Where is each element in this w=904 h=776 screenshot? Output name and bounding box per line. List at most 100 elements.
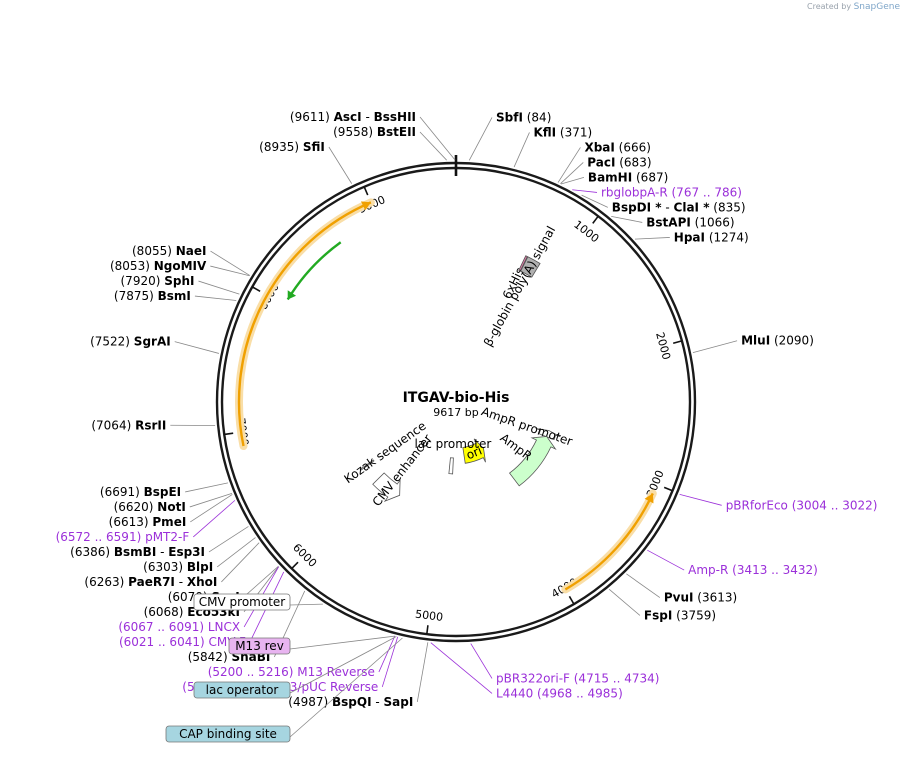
site-l4440: L4440 (4968 .. 4985) — [496, 686, 623, 700]
leader-paci — [560, 162, 584, 184]
feature-ampr — [509, 436, 557, 487]
box-label-m13-rev: M13 rev — [235, 639, 284, 653]
site-naei: (8055) NaeI — [132, 244, 206, 258]
snapgene-credit: Created by SnapGene — [807, 2, 900, 12]
site-bsmi: (7875) BsmI — [114, 289, 191, 303]
feature-6xhis — [518, 255, 528, 272]
site-text: - — [175, 575, 187, 589]
site-text: BlpI — [187, 560, 213, 574]
site-text: (6068) — [144, 605, 188, 619]
leader-sphi — [198, 280, 240, 295]
tick-8000 — [251, 286, 261, 293]
site-text: (3004 .. 3022) — [788, 498, 878, 512]
site-xbai: XbaI (666) — [584, 140, 651, 154]
site-text: - — [362, 110, 374, 124]
leader-bsmi — [194, 295, 237, 301]
site-text: (6067 .. 6091) — [118, 620, 208, 634]
box-label-cmv-promoter: CMV promoter — [199, 595, 286, 609]
leader-sfii — [328, 146, 353, 184]
orf-glow-1 — [561, 489, 657, 594]
site-text: (4968 .. 4985) — [533, 686, 623, 700]
site-sbfi: SbfI (84) — [496, 110, 551, 124]
site-text: pMT2-F — [145, 530, 189, 544]
site-pvui: PvuI (3613) — [664, 591, 737, 605]
orf-arc-1 — [564, 492, 654, 591]
site-text: BssHII — [374, 110, 416, 124]
site-text: (5200 .. 5216) — [208, 665, 298, 679]
site-pbr322ori-f: pBR322ori-F (4715 .. 4734) — [496, 671, 659, 685]
site-text: AscI — [334, 110, 362, 124]
site-fspi: FspI (3759) — [644, 608, 716, 622]
snapgene-logo: SnapGene — [853, 2, 900, 12]
site-text: - — [662, 200, 674, 214]
box-lac-operator — [193, 681, 291, 699]
leader-fspi — [608, 589, 641, 616]
site-text: (1066) — [691, 215, 735, 229]
feature-cmv-enhancer — [372, 472, 401, 503]
plasmid-length: 9617 bp — [433, 406, 478, 419]
site-text: (6691) — [100, 485, 144, 499]
site-text: NaeI — [176, 244, 207, 258]
leader-pbrforeco — [679, 494, 722, 506]
site-text: FspI — [644, 608, 672, 622]
site-m13-reverse: (5200 .. 5216) M13 Reverse — [208, 665, 375, 679]
site-text: (371) — [556, 125, 592, 139]
site-text: PmeI — [152, 515, 186, 529]
tick-label-5000: 5000 — [414, 608, 443, 624]
feature-label-globin-poly-a-signal: β-globin poly(A) signal — [481, 224, 558, 349]
site-text: (3413 .. 3432) — [728, 563, 818, 577]
site-text: (6263) — [84, 575, 128, 589]
tick-label-2000: 2000 — [653, 331, 673, 361]
site-text: XbaI — [584, 140, 614, 154]
site-text: (7064) — [91, 418, 135, 432]
site-text: (7522) — [90, 335, 134, 349]
leader-hpai — [634, 237, 670, 240]
site-bspqi: (4987) BspQI - SapI — [288, 695, 413, 709]
site-text: pBRforEco — [726, 498, 788, 512]
site-text: (9558) — [333, 125, 377, 139]
site-mlui: MluI (2090) — [741, 334, 814, 348]
site-text: (666) — [615, 140, 651, 154]
leader-l4440 — [430, 642, 493, 694]
leader-pmt2-f — [193, 500, 236, 538]
leader-noti — [189, 493, 233, 508]
site-text: (84) — [523, 110, 551, 124]
feature-label-lac-promoter: lac promoter — [415, 437, 492, 451]
site-text: SfiI — [303, 140, 325, 154]
leader-asci — [419, 116, 456, 161]
site-pbrforeco: pBRforEco (3004 .. 3022) — [726, 498, 878, 512]
feature-label-ampr: AmpR — [497, 431, 534, 464]
feature-lac-promoter — [448, 457, 454, 475]
site-text: pBR322ori-F — [496, 671, 570, 685]
site-text: BstEII — [377, 125, 416, 139]
site-text: (835) — [709, 200, 745, 214]
site-cmv-f: (6021 .. 6041) CMV-F — [119, 635, 246, 649]
box-m13-rev — [228, 637, 291, 655]
box-leader-m13-rev — [289, 635, 395, 650]
tick-6000 — [291, 561, 299, 570]
site-text: BsmI — [158, 289, 191, 303]
site-text: Esp3I — [168, 545, 205, 559]
box-cmv-promoter — [193, 593, 291, 611]
site-text: LNCX — [208, 620, 240, 634]
leader-m13-reverse — [378, 635, 396, 673]
leader-blpi — [216, 537, 256, 568]
leader-kfli — [513, 132, 530, 168]
site-pmt2-f: (6572 .. 6591) pMT2-F — [56, 530, 190, 544]
site-pmei: (6613) PmeI — [109, 515, 187, 529]
site-text: MluI — [741, 334, 770, 348]
site-text: rbglobpA-R — [601, 185, 668, 199]
leader-pmei — [190, 494, 233, 523]
site-text: ClaI * — [674, 200, 711, 214]
site-bspdi: BspDI * - ClaI * (835) — [612, 200, 746, 214]
site-text: NotI — [157, 500, 186, 514]
site-text: RsrII — [135, 418, 166, 432]
feature-ori — [462, 438, 486, 464]
site-text: PvuI — [664, 591, 694, 605]
feature-globin-poly-a-signal — [520, 256, 541, 278]
site-text: (6021 .. 6041) — [119, 635, 209, 649]
site-text: (1274) — [705, 230, 749, 244]
site-text: (683) — [615, 155, 651, 169]
